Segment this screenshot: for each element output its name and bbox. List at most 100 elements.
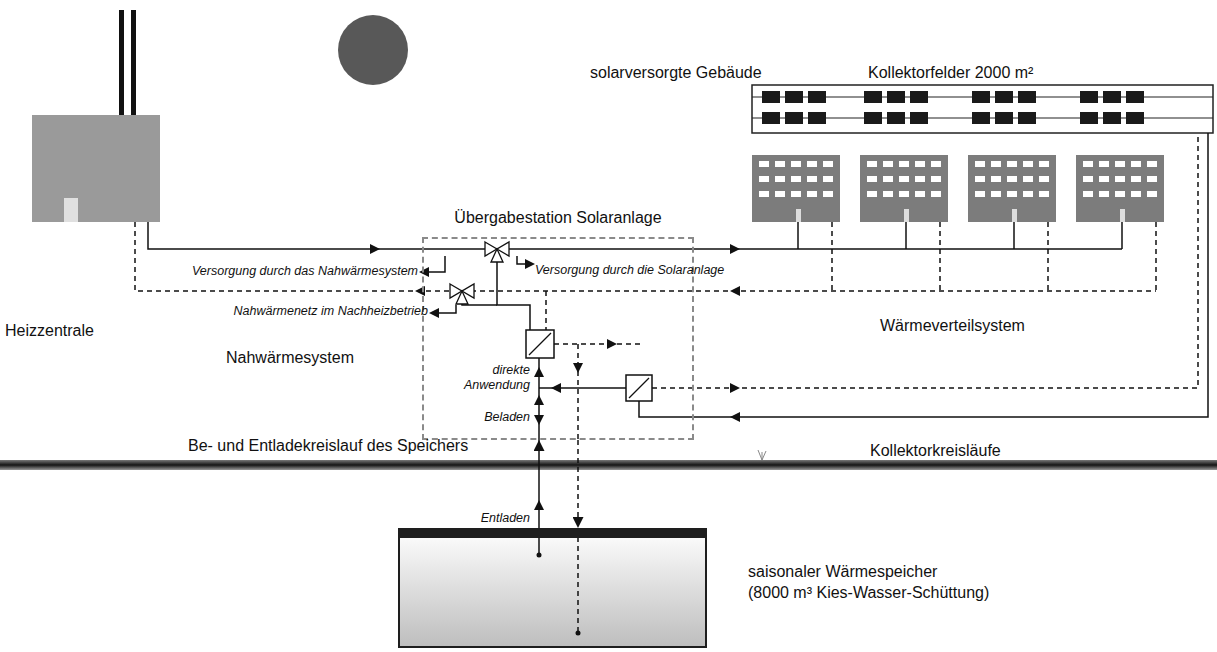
window bbox=[931, 176, 941, 182]
diagram-label: Versorgung durch das Nahwärmesystem bbox=[192, 264, 418, 279]
flow-arrow bbox=[534, 395, 544, 405]
diagram-label: Versorgung durch die Solaranlage bbox=[535, 263, 724, 278]
return-pipe bbox=[1155, 222, 1157, 291]
return-pipe bbox=[577, 344, 579, 440]
window bbox=[1039, 191, 1049, 197]
supply-pipe bbox=[1121, 222, 1123, 249]
direction-arrow bbox=[438, 305, 456, 313]
window bbox=[1083, 161, 1093, 167]
storage-pipe bbox=[577, 440, 579, 528]
window bbox=[759, 161, 769, 167]
window bbox=[1147, 161, 1157, 167]
window bbox=[759, 191, 769, 197]
window bbox=[915, 176, 925, 182]
collector-panel bbox=[864, 112, 882, 124]
flow-arrow bbox=[419, 267, 429, 277]
heat-exchanger bbox=[529, 333, 551, 355]
chimney bbox=[119, 10, 124, 116]
collector-panel bbox=[910, 91, 928, 103]
diagram-label: Nahwärmesystem bbox=[226, 348, 354, 367]
window bbox=[1131, 191, 1141, 197]
window bbox=[823, 161, 833, 167]
window bbox=[1147, 191, 1157, 197]
return-pipe bbox=[135, 222, 1156, 291]
storage-pipe bbox=[538, 440, 540, 528]
window bbox=[899, 176, 909, 182]
window bbox=[759, 176, 769, 182]
collector-panel bbox=[1080, 112, 1098, 124]
window bbox=[1115, 161, 1125, 167]
return-pipe bbox=[545, 291, 547, 330]
collector-panel bbox=[1126, 112, 1144, 124]
three-way-valve bbox=[491, 249, 503, 262]
collector-panel bbox=[785, 91, 803, 103]
diagram-label: Entladen bbox=[481, 511, 530, 526]
pipe-end bbox=[537, 553, 542, 558]
pipe-network bbox=[135, 91, 1213, 636]
flow-arrow bbox=[730, 244, 740, 254]
node-text: saisonaler Wärmespeicher bbox=[748, 562, 989, 583]
return-pipe bbox=[939, 222, 941, 291]
window bbox=[807, 191, 817, 197]
diagram-label: solarversorgte Gebäude bbox=[590, 63, 762, 82]
window bbox=[1131, 176, 1141, 182]
heat-exchanger bbox=[626, 375, 652, 401]
building bbox=[860, 155, 948, 222]
flow-arrow bbox=[525, 259, 535, 269]
window bbox=[1083, 176, 1093, 182]
building bbox=[1076, 155, 1164, 222]
window bbox=[1099, 161, 1109, 167]
chimney bbox=[131, 10, 136, 116]
sun bbox=[338, 15, 408, 85]
diagram-label: Be- und Entladekreislauf des Speichers bbox=[188, 436, 468, 455]
diagram-label: Wärmeverteilsystem bbox=[880, 316, 1025, 335]
window bbox=[867, 161, 877, 167]
diagram-label: Heizzentrale bbox=[5, 321, 94, 340]
plant bbox=[758, 450, 766, 460]
window bbox=[791, 176, 801, 182]
window bbox=[883, 161, 893, 167]
window bbox=[775, 161, 785, 167]
collector-panel bbox=[995, 91, 1013, 103]
pipe-end bbox=[576, 631, 581, 636]
collector-panel bbox=[762, 112, 780, 124]
return-pipe bbox=[652, 133, 1198, 388]
collector-panel bbox=[887, 91, 905, 103]
collector-panel bbox=[808, 91, 826, 103]
window bbox=[915, 161, 925, 167]
supply-pipe bbox=[1013, 222, 1015, 249]
collector-panel bbox=[972, 91, 990, 103]
flow-arrow bbox=[573, 363, 583, 373]
window bbox=[1115, 176, 1125, 182]
window bbox=[1083, 191, 1093, 197]
building bbox=[968, 155, 1056, 222]
heat-exchanger bbox=[526, 330, 554, 358]
direction-arrow bbox=[517, 256, 526, 264]
window bbox=[883, 191, 893, 197]
collector-panel bbox=[887, 112, 905, 124]
return-pipe bbox=[554, 343, 640, 345]
window bbox=[807, 161, 817, 167]
window bbox=[931, 161, 941, 167]
door bbox=[1012, 209, 1017, 222]
diagram-label: direkte Anwendung bbox=[464, 363, 530, 393]
direction-arrow bbox=[428, 256, 445, 272]
window bbox=[1099, 176, 1109, 182]
door bbox=[1120, 209, 1125, 222]
window bbox=[775, 191, 785, 197]
three-way-valve bbox=[456, 291, 468, 304]
supply-pipe bbox=[905, 222, 907, 249]
collector-panel bbox=[1018, 91, 1036, 103]
window bbox=[791, 161, 801, 167]
window bbox=[883, 176, 893, 182]
window bbox=[1007, 191, 1017, 197]
window bbox=[915, 191, 925, 197]
flow-arrow bbox=[534, 415, 544, 425]
heat-exchanger bbox=[629, 378, 649, 398]
window bbox=[899, 161, 909, 167]
flow-arrow bbox=[730, 286, 740, 296]
station-heading: Übergabestation Solaranlage bbox=[404, 209, 712, 227]
window bbox=[1023, 176, 1033, 182]
window bbox=[823, 191, 833, 197]
